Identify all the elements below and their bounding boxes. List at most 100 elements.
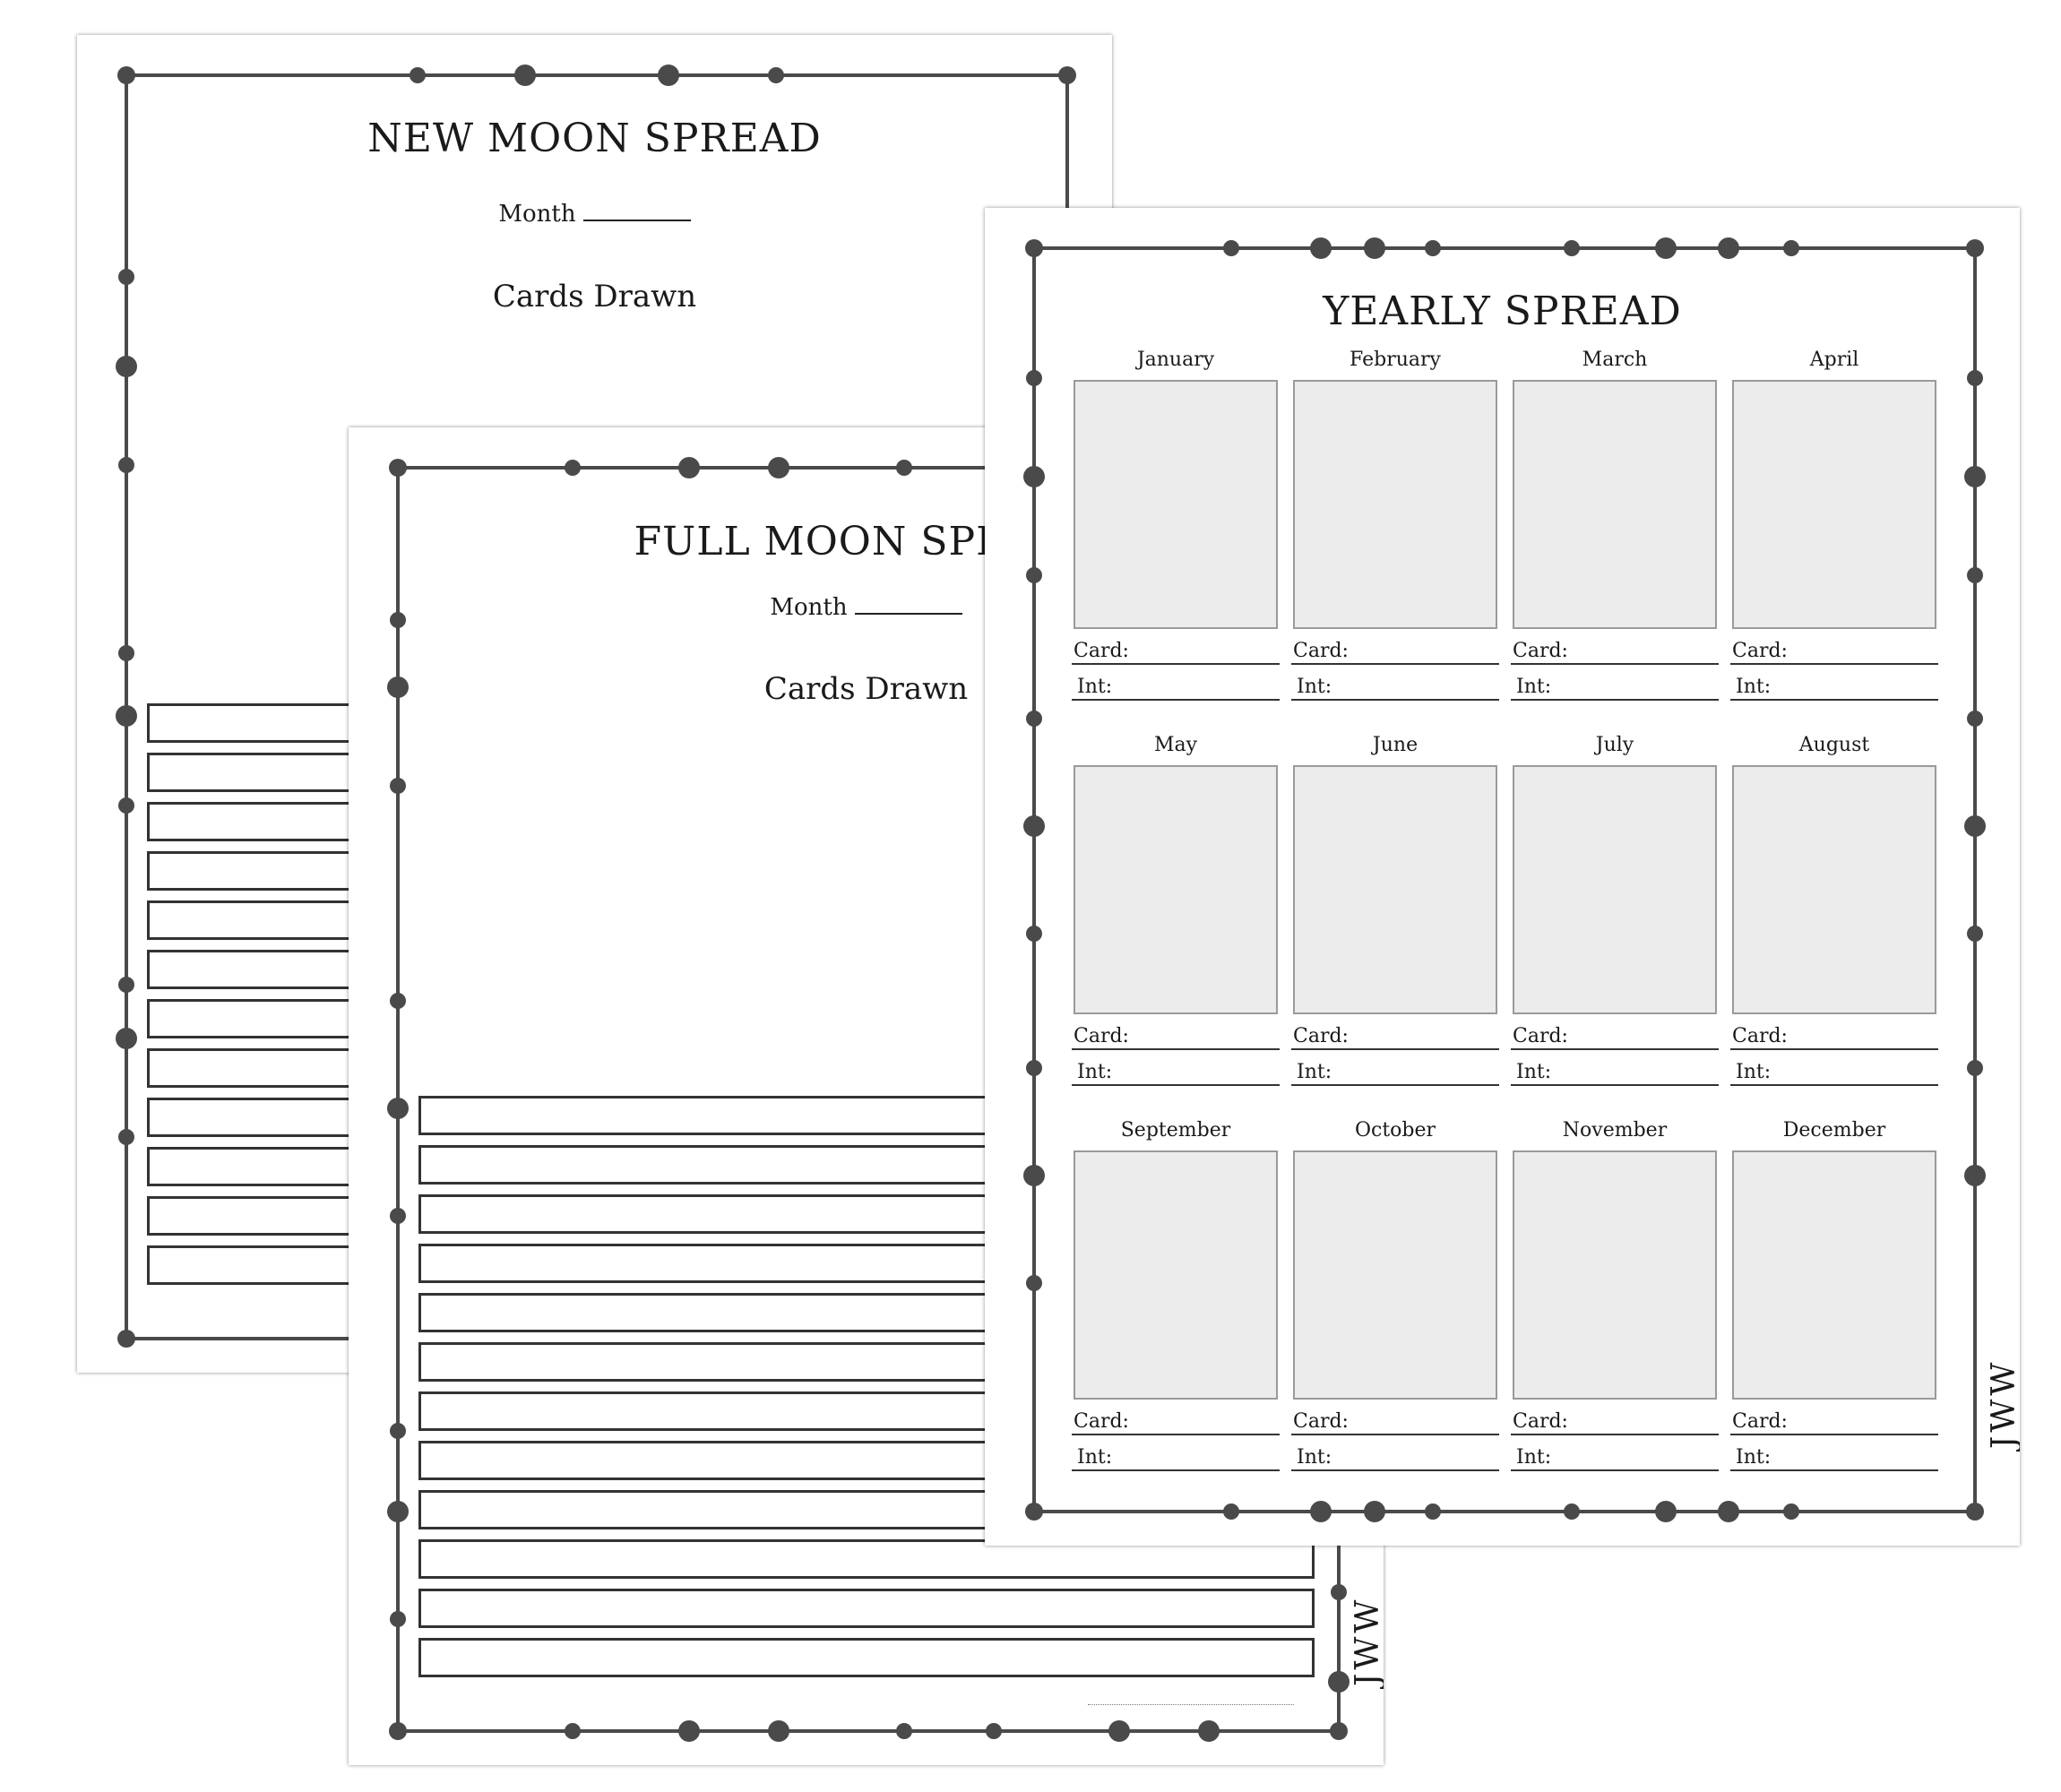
card-slot[interactable]	[1293, 765, 1497, 1014]
card-slot[interactable]	[1293, 1150, 1497, 1400]
card-field[interactable]: Card:	[1730, 1400, 1938, 1435]
card-label: Card:	[1293, 1025, 1349, 1047]
int-label: Int:	[1736, 676, 1772, 698]
month-cell-july: July Card: Int:	[1511, 729, 1719, 1086]
card-label: Card:	[1074, 1410, 1129, 1433]
card-label: Card:	[1074, 640, 1129, 662]
int-label: Int:	[1516, 1061, 1552, 1083]
month-name: February	[1350, 349, 1441, 371]
int-label: Int:	[1297, 676, 1332, 698]
card-field[interactable]: Card:	[1730, 1014, 1938, 1050]
int-label: Int:	[1297, 1446, 1332, 1469]
int-label: Int:	[1077, 1061, 1113, 1083]
card-field[interactable]: Card:	[1511, 1400, 1719, 1435]
month-cell-november: November Card: Int:	[1511, 1115, 1719, 1471]
signature-mark: JWW	[1986, 1358, 2020, 1449]
int-label: Int:	[1077, 676, 1113, 698]
card-label: Card:	[1074, 1025, 1129, 1047]
card-slot[interactable]	[1293, 380, 1497, 629]
card-slot[interactable]	[1513, 380, 1717, 629]
card-slot[interactable]	[1732, 1150, 1936, 1400]
note-line[interactable]	[418, 1589, 1315, 1628]
card-slot[interactable]	[1074, 765, 1278, 1014]
card-field[interactable]: Card:	[1291, 629, 1499, 665]
month-field[interactable]: Month	[349, 594, 1384, 621]
int-label: Int:	[1077, 1446, 1113, 1469]
card-slot[interactable]	[1513, 765, 1717, 1014]
card-slot[interactable]	[1732, 765, 1936, 1014]
card-label: Card:	[1732, 640, 1788, 662]
month-cell-june: June Card: Int:	[1291, 729, 1499, 1086]
month-name: December	[1782, 1119, 1886, 1142]
signature-mark: JWW	[1350, 1596, 1384, 1686]
card-field[interactable]: Card:	[1072, 629, 1280, 665]
note-line[interactable]	[418, 1638, 1315, 1677]
int-field[interactable]: Int:	[1730, 1050, 1938, 1086]
month-cell-october: October Card: Int:	[1291, 1115, 1499, 1471]
month-name: March	[1582, 349, 1648, 371]
month-name: June	[1372, 734, 1419, 756]
month-cell-january: January Card: Int:	[1072, 344, 1280, 701]
month-name: November	[1562, 1119, 1668, 1142]
card-label: Card:	[1293, 640, 1349, 662]
int-label: Int:	[1736, 1446, 1772, 1469]
month-name: January	[1136, 349, 1215, 371]
dotted-rule	[1088, 1704, 1294, 1705]
int-field[interactable]: Int:	[1511, 1435, 1719, 1471]
month-name: September	[1120, 1119, 1231, 1142]
int-field[interactable]: Int:	[1511, 665, 1719, 701]
card-slot[interactable]	[1732, 380, 1936, 629]
card-field[interactable]: Card:	[1072, 1400, 1280, 1435]
card-label: Card:	[1732, 1025, 1788, 1047]
int-label: Int:	[1516, 676, 1552, 698]
month-name: May	[1153, 734, 1198, 756]
month-blank[interactable]	[582, 220, 691, 221]
month-name: April	[1809, 349, 1859, 371]
month-cell-may: May Card: Int:	[1072, 729, 1280, 1086]
yearly-sheet: YEARLY SPREAD January Card: Int: Februar…	[985, 208, 2020, 1546]
int-field[interactable]: Int:	[1730, 1435, 1938, 1471]
month-cell-march: March Card: Int:	[1511, 344, 1719, 701]
int-field[interactable]: Int:	[1072, 1050, 1280, 1086]
card-label: Card:	[1513, 640, 1568, 662]
int-field[interactable]: Int:	[1291, 665, 1499, 701]
cards-drawn-heading: Cards Drawn	[492, 279, 697, 314]
page-title: NEW MOON SPREAD	[367, 116, 822, 161]
month-name: October	[1354, 1119, 1436, 1142]
card-slot[interactable]	[1513, 1150, 1717, 1400]
month-name: August	[1798, 734, 1870, 756]
note-line[interactable]	[418, 1539, 1315, 1579]
int-field[interactable]: Int:	[1072, 1435, 1280, 1471]
card-field[interactable]: Card:	[1511, 629, 1719, 665]
card-field[interactable]: Card:	[1291, 1014, 1499, 1050]
month-field[interactable]: Month	[77, 201, 1112, 228]
card-label: Card:	[1732, 1410, 1788, 1433]
month-label: Month	[770, 594, 848, 621]
month-name: July	[1595, 734, 1634, 756]
card-field[interactable]: Card:	[1072, 1014, 1280, 1050]
month-cell-december: December Card: Int:	[1730, 1115, 1938, 1471]
card-slot[interactable]	[1074, 380, 1278, 629]
month-label: Month	[498, 201, 576, 228]
card-slot[interactable]	[1074, 1150, 1278, 1400]
month-cell-august: August Card: Int:	[1730, 729, 1938, 1086]
card-field[interactable]: Card:	[1730, 629, 1938, 665]
ornamental-border	[1023, 237, 1986, 1522]
int-label: Int:	[1297, 1061, 1332, 1083]
month-blank[interactable]	[854, 613, 962, 615]
month-cell-february: February Card: Int:	[1291, 344, 1499, 701]
int-label: Int:	[1736, 1061, 1772, 1083]
month-cell-september: September Card: Int:	[1072, 1115, 1280, 1471]
card-label: Card:	[1513, 1025, 1568, 1047]
int-label: Int:	[1516, 1446, 1552, 1469]
int-field[interactable]: Int:	[1511, 1050, 1719, 1086]
int-field[interactable]: Int:	[1730, 665, 1938, 701]
card-field[interactable]: Card:	[1511, 1014, 1719, 1050]
card-label: Card:	[1513, 1410, 1568, 1433]
card-field[interactable]: Card:	[1291, 1400, 1499, 1435]
int-field[interactable]: Int:	[1291, 1050, 1499, 1086]
page-title: YEARLY SPREAD	[1323, 289, 1682, 334]
int-field[interactable]: Int:	[1291, 1435, 1499, 1471]
int-field[interactable]: Int:	[1072, 665, 1280, 701]
month-cell-april: April Card: Int:	[1730, 344, 1938, 701]
